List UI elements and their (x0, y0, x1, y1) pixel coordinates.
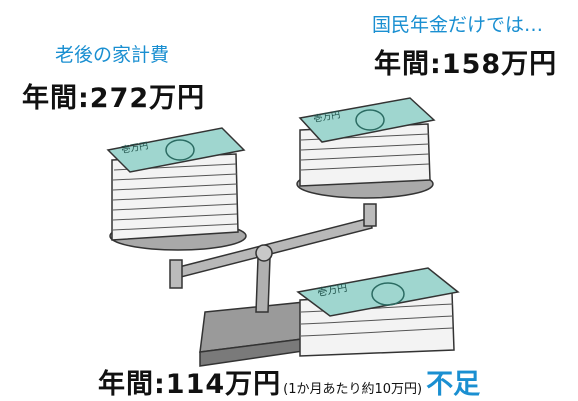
left-money-stack: 壱万円 (106, 127, 246, 241)
right-money-stack: 壱万円 (298, 97, 436, 187)
bottom-shortfall-line: 年間:114万円 (1か月あたり約10万円) 不足 (98, 362, 480, 401)
left-subtitle: 老後の家計費 (55, 44, 170, 66)
right-amount: 年間:158万円 (374, 49, 558, 80)
scale-stand (169, 203, 377, 313)
scale-base (199, 301, 311, 367)
shortfall-money-stack: 壱万円 (296, 267, 460, 357)
left-amount: 年間:272万円 (22, 83, 206, 114)
right-subtitle: 国民年金だけでは… (372, 14, 544, 36)
bottom-amount: 年間:114万円 (98, 369, 282, 400)
shortfall-label: 不足 (426, 369, 481, 400)
monthly-note: (1か月あたり約10万円) (283, 382, 423, 397)
